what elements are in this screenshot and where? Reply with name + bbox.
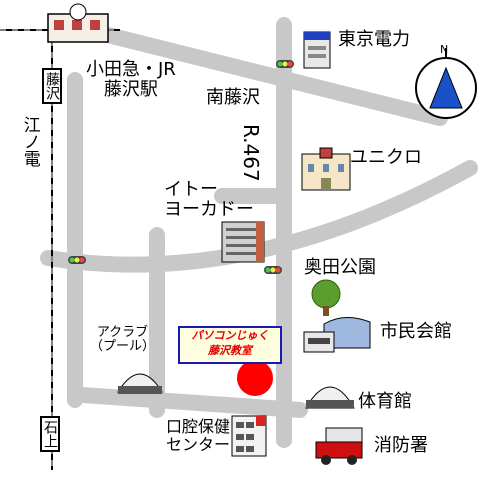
compass-icon — [415, 48, 477, 119]
okuda-koen-label: 奥田公園 — [304, 257, 376, 278]
building-icon — [221, 221, 265, 263]
building-icon — [303, 317, 371, 353]
traffic-light-icon — [68, 256, 86, 264]
school-name: パソコンじゅく — [191, 329, 269, 342]
location-marker — [237, 360, 273, 396]
school-label-box: パソコンじゅく 藤沢教室 — [178, 326, 282, 364]
ito-yokado-label: イトー ヨーカドー — [164, 179, 254, 220]
tree-icon — [311, 279, 341, 316]
building-icon — [303, 31, 331, 69]
train-icon — [47, 3, 109, 43]
road-upper-diagonal — [72, 20, 448, 126]
shimin-kaikan-label: 市民会館 — [380, 321, 452, 342]
taiikukan-label: 体育館 — [358, 391, 412, 412]
minami-fujisawa-label: 南藤沢 — [206, 87, 260, 108]
uniqlo-label: ユニクロ — [350, 147, 422, 168]
traffic-light-icon — [264, 266, 282, 274]
aqua-pool-label: アクラブ （プール） — [90, 325, 156, 355]
school-branch: 藤沢教室 — [208, 344, 252, 357]
tokyo-denryoku-label: 東京電力 — [338, 29, 410, 50]
road-bottom — [74, 387, 308, 418]
sign-bottom: 石上 — [40, 416, 60, 452]
dome-icon — [117, 373, 163, 394]
koku-hoken-label: 口腔保健 センター — [166, 417, 231, 454]
traffic-light-icon — [276, 60, 294, 68]
enoden-label: 江ノ電 — [19, 116, 40, 167]
station-label: 小田急・JR 藤沢駅 — [86, 59, 176, 100]
building-icon — [301, 147, 351, 191]
hospital-icon — [231, 415, 267, 457]
dome-icon — [305, 386, 355, 409]
shobosho-label: 消防署 — [374, 435, 428, 456]
fire-truck-icon — [315, 427, 363, 465]
sign-top: 藤沢 — [42, 68, 62, 104]
route-label: R.467 — [239, 124, 263, 182]
north-label: N — [440, 43, 449, 56]
